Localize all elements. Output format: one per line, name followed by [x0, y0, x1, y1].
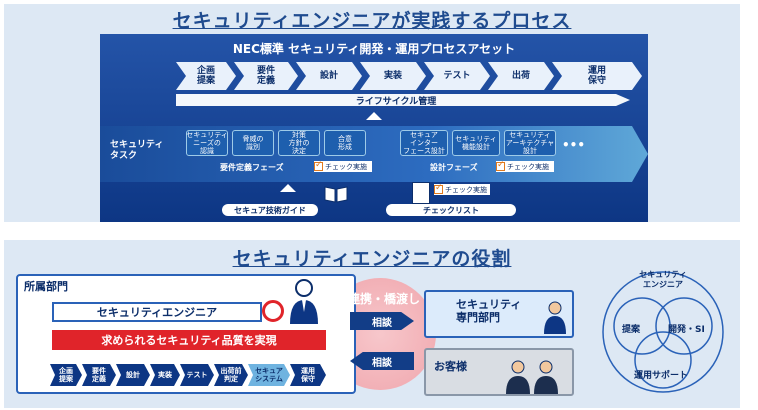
expert-label: セキュリティ 専門部門: [456, 298, 522, 324]
customer-label: お客様: [434, 360, 467, 373]
check-badge: チェック実施: [314, 160, 372, 172]
quality-bar: 求められるセキュリティ品質を実現: [52, 330, 326, 350]
engineer-box: セキュリティエンジニア: [52, 302, 262, 322]
check-icon: [314, 160, 323, 171]
security-task-band: [100, 126, 648, 182]
mini-phase: 企画 提案: [50, 364, 82, 386]
phase-chevron: 運用 保守: [552, 62, 642, 90]
mini-phase: 出荷前 判定: [214, 364, 248, 386]
req-task: 対策 方針の 決定: [278, 130, 320, 156]
design-task: セキュリティ 機能設計: [452, 130, 500, 156]
medal-icon: [262, 300, 284, 322]
mini-phase: テスト: [180, 364, 214, 386]
role-panel: セキュリティエンジニアの役割 所属部門 セキュリティエンジニア 求められるセキュ…: [4, 240, 740, 408]
req-task: セキュリティ ニーズの 認識: [186, 130, 228, 156]
up-triangle: [366, 112, 382, 120]
design-task: セキュリティ アーキテクチャ 設計: [504, 130, 556, 156]
mini-phase: 設計: [116, 364, 150, 386]
mini-phase-secure: セキュア システム: [248, 364, 290, 386]
engineer-person-icon: [288, 278, 320, 326]
bridge-label: 連携・橋渡し: [348, 292, 421, 306]
up-triangle: [280, 184, 296, 192]
check-badge: チェック実施: [434, 183, 490, 195]
consult-arrow-left: 相談: [350, 352, 414, 370]
security-task-label: セキュリティ タスク: [110, 140, 164, 161]
consult-arrow-right: 相談: [350, 312, 414, 330]
book-icon: [324, 185, 348, 203]
venn-proposal: 提案: [622, 325, 641, 335]
phase-chevron: 出荷: [488, 62, 554, 90]
venn-title: セキュリティ エンジニア: [639, 270, 687, 289]
expert-person-icon: [542, 300, 568, 334]
venn-dev: 開発・SI: [668, 325, 705, 335]
expert-box: セキュリティ 専門部門: [424, 290, 574, 338]
check-icon: [434, 183, 443, 194]
customer-box: お客様: [424, 348, 574, 396]
process-title: セキュリティエンジニアが実践するプロセス: [172, 10, 572, 32]
customer-people-icon: [502, 358, 562, 394]
process-board: NEC標準 セキュリティ開発・運用プロセスアセット 企画 提案 要件 定義 設計…: [100, 34, 648, 222]
mini-phase: 運用 保守: [290, 364, 326, 386]
req-task: 脅威の 識別: [232, 130, 274, 156]
mini-phase: 実装: [150, 364, 180, 386]
req-task: 合意 形成: [324, 130, 366, 156]
dept-box: 所属部門 セキュリティエンジニア 求められるセキュリティ品質を実現: [16, 274, 356, 394]
lifecycle-arrow: [616, 94, 630, 106]
ellipsis: •••: [562, 138, 586, 152]
check-icon: [496, 160, 505, 171]
process-panel: セキュリティエンジニアが実践するプロセス NEC標準 セキュリティ開発・運用プロ…: [4, 4, 740, 222]
design-task: セキュア インター フェース設計: [400, 130, 448, 156]
phase-chevron: 設計: [296, 62, 362, 90]
phase-chevron: 要件 定義: [234, 62, 298, 90]
check-badge: チェック実施: [496, 160, 554, 172]
phase-chevron: 実装: [360, 62, 426, 90]
venn-ops: 運用サポート: [634, 371, 689, 381]
design-phase-label: 設計フェーズ: [430, 163, 478, 172]
lifecycle-bar: ライフサイクル管理: [176, 94, 616, 107]
guide-pill: セキュア技術ガイド: [222, 204, 318, 216]
phase-chevron: テスト: [424, 62, 490, 90]
req-phase-label: 要件定義フェーズ: [220, 163, 284, 172]
mini-phase: 要件 定義: [82, 364, 116, 386]
dept-label: 所属部門: [24, 280, 68, 293]
checklist-icon: [412, 182, 430, 204]
role-title: セキュリティエンジニアの役割: [232, 248, 512, 270]
venn-diagram: セキュリティ エンジニア 提案 開発・SI 運用サポート: [600, 260, 726, 404]
checklist-pill: チェックリスト: [386, 204, 516, 216]
board-title: NEC標準 セキュリティ開発・運用プロセスアセット: [232, 42, 516, 56]
phase-chevron: 企画 提案: [176, 62, 236, 90]
